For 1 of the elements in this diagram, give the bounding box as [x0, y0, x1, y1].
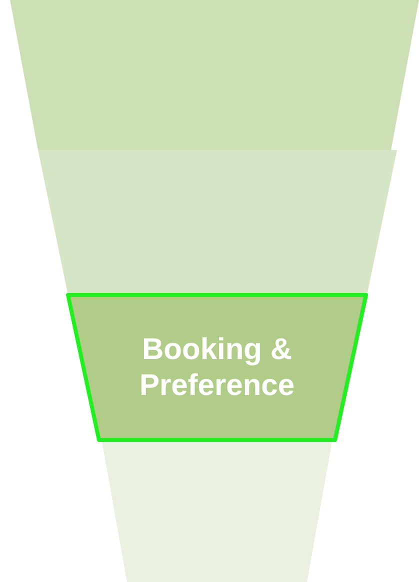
segment-label: Booking & Preference [138, 332, 296, 404]
